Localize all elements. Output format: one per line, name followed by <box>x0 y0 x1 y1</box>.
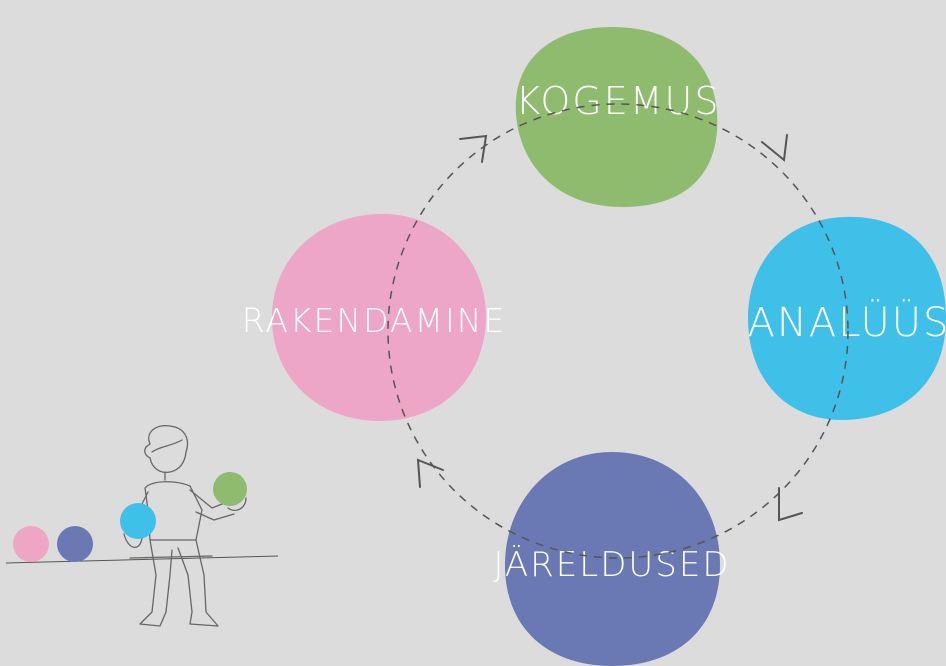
stage-analuus-label: ANALÜÜS <box>748 298 946 346</box>
arrow-rakendamine-to-kogemus <box>459 134 488 163</box>
stage-kogemus-label: KOGEMUS <box>516 79 721 123</box>
arrow-analuus-to-jareldused <box>778 487 803 522</box>
stage-analuus-blob <box>748 216 946 420</box>
ball-purple <box>57 526 93 562</box>
stage-jareldused-label: JÄRELDUSED <box>493 545 730 585</box>
stage-rakendamine-blob <box>272 213 487 421</box>
ground-line <box>5 555 279 564</box>
ball-pink <box>13 526 49 562</box>
stage-jareldused-blob <box>505 452 720 666</box>
ball-blue <box>120 503 156 539</box>
arrow-kogemus-to-analuus <box>761 134 788 162</box>
stage-kogemus-blob <box>515 27 718 207</box>
arrow-jareldused-to-rakendamine <box>416 458 444 488</box>
ball-green <box>213 472 247 506</box>
stage-kogemus: KOGEMUS <box>515 27 721 207</box>
juggler-illustration <box>5 425 279 627</box>
stage-jareldused: JÄRELDUSED <box>493 452 730 666</box>
stage-rakendamine-label: RAKENDAMINE <box>242 301 507 340</box>
cycle-dashed-path <box>387 103 849 559</box>
stage-analuus: ANALÜÜS <box>748 216 946 420</box>
stage-rakendamine: RAKENDAMINE <box>242 213 507 421</box>
